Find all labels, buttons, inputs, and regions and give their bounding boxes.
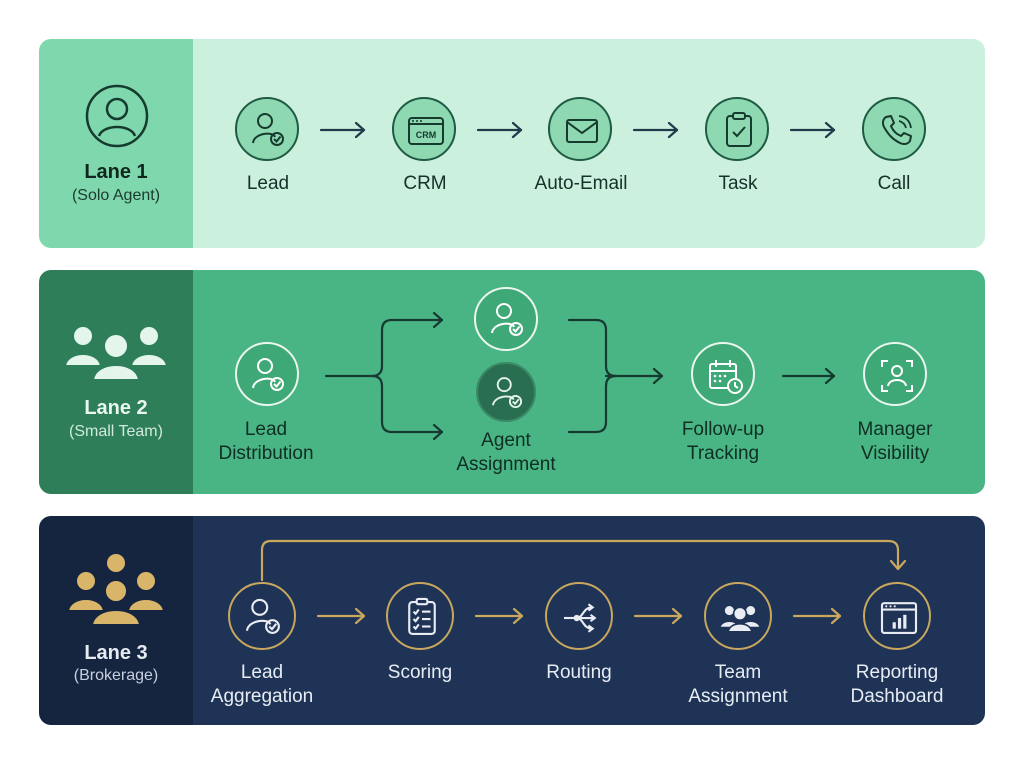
- routing-icon: [564, 603, 597, 633]
- lane-3-step-label-line2: Aggregation: [210, 686, 314, 707]
- lane-2: Lane 2 (Small Team): [39, 270, 985, 494]
- lane-3-header: Lane 3 (Brokerage): [39, 516, 193, 725]
- user-check-icon: [492, 377, 523, 409]
- lane-2-step-agent-node-bottom: [476, 362, 536, 422]
- lane-3-step-label-line1: Reporting: [855, 662, 939, 683]
- team-icon: [718, 604, 762, 633]
- lane-2-step-label-line2: Distribution: [218, 443, 314, 464]
- user-check-icon: [252, 113, 284, 146]
- lane-2-step-label-line1: Follow-up: [681, 419, 765, 440]
- lane-3-subtitle: (Brokerage): [73, 667, 159, 684]
- user-check-icon: [491, 303, 523, 336]
- lane-1: Lane 1 (Solo Agent): [39, 39, 985, 248]
- lane-1-step-label: Call: [877, 173, 911, 194]
- lane-3-step-label-line1: Team: [714, 662, 762, 683]
- lane-3-title: Lane 3: [84, 642, 148, 664]
- team-icon: [63, 325, 169, 381]
- lane-3-step-label: Scoring: [387, 662, 453, 683]
- lane-3-step-aggregation-node: [228, 582, 296, 650]
- dashboard-icon: [880, 602, 918, 634]
- clipboard-check-icon: [726, 112, 752, 147]
- calendar-clock-icon: [709, 360, 743, 394]
- user-check-icon: [252, 358, 284, 391]
- group-icon: [66, 552, 166, 626]
- lane-2-step-label-line2: Tracking: [686, 443, 760, 464]
- lane-3-step-label-line2: Assignment: [688, 686, 788, 707]
- lane-1-step-label: CRM: [403, 173, 447, 194]
- lane-1-step-email-node: [548, 97, 612, 161]
- lane-2-header: Lane 2 (Small Team): [39, 270, 193, 494]
- lane-2-step-manager-node: [863, 342, 927, 406]
- lane-2-step-label-line1: Agent: [481, 430, 531, 451]
- lane-2-step-label-line1: Manager: [857, 419, 933, 440]
- checklist-icon: [408, 597, 436, 635]
- lane-2-step-distribution-node: [235, 342, 299, 406]
- lane-1-step-task-node: [705, 97, 769, 161]
- lane-2-step-followup-node: [691, 342, 755, 406]
- lane-1-step-label: Auto-Email: [534, 173, 628, 194]
- phone-icon: [881, 115, 912, 146]
- crm-window-icon: CRM: [408, 117, 444, 145]
- lane-2-title: Lane 2: [84, 397, 148, 419]
- lane-1-header: Lane 1 (Solo Agent): [39, 39, 193, 248]
- lane-1-step-crm-node: CRM: [392, 97, 456, 161]
- lane-2-step-label-line1: Lead: [244, 419, 288, 440]
- crm-icon-text: CRM: [416, 130, 437, 140]
- lane-2-step-label-line2: Visibility: [860, 443, 930, 464]
- lane-3-step-team-node: [704, 582, 772, 650]
- lane-1-title: Lane 1: [84, 161, 148, 183]
- lane-1-step-label: Lead: [246, 173, 290, 194]
- lane-3-step-label-line2: Dashboard: [850, 686, 944, 707]
- lane-3-step-label-line1: Lead: [240, 662, 284, 683]
- lane-2-step-agent-node-top: [474, 287, 538, 351]
- lane-3-step-scoring-node: [386, 582, 454, 650]
- envelope-icon: [566, 119, 598, 143]
- lane-1-step-label: Task: [718, 173, 758, 194]
- lane-3-step-routing-node: [545, 582, 613, 650]
- lane-1-subtitle: (Solo Agent): [71, 187, 161, 204]
- lane-3-step-dashboard-node: [863, 582, 931, 650]
- lane-2-step-label-line2: Assignment: [456, 454, 556, 475]
- lane-2-subtitle: (Small Team): [69, 423, 163, 440]
- single-user-icon: [85, 84, 149, 148]
- user-check-icon: [245, 598, 280, 634]
- lane-3-step-label: Routing: [546, 662, 612, 683]
- focus-user-icon: [881, 360, 913, 392]
- lane-1-step-lead-node: [235, 97, 299, 161]
- lane-1-step-call-node: [862, 97, 926, 161]
